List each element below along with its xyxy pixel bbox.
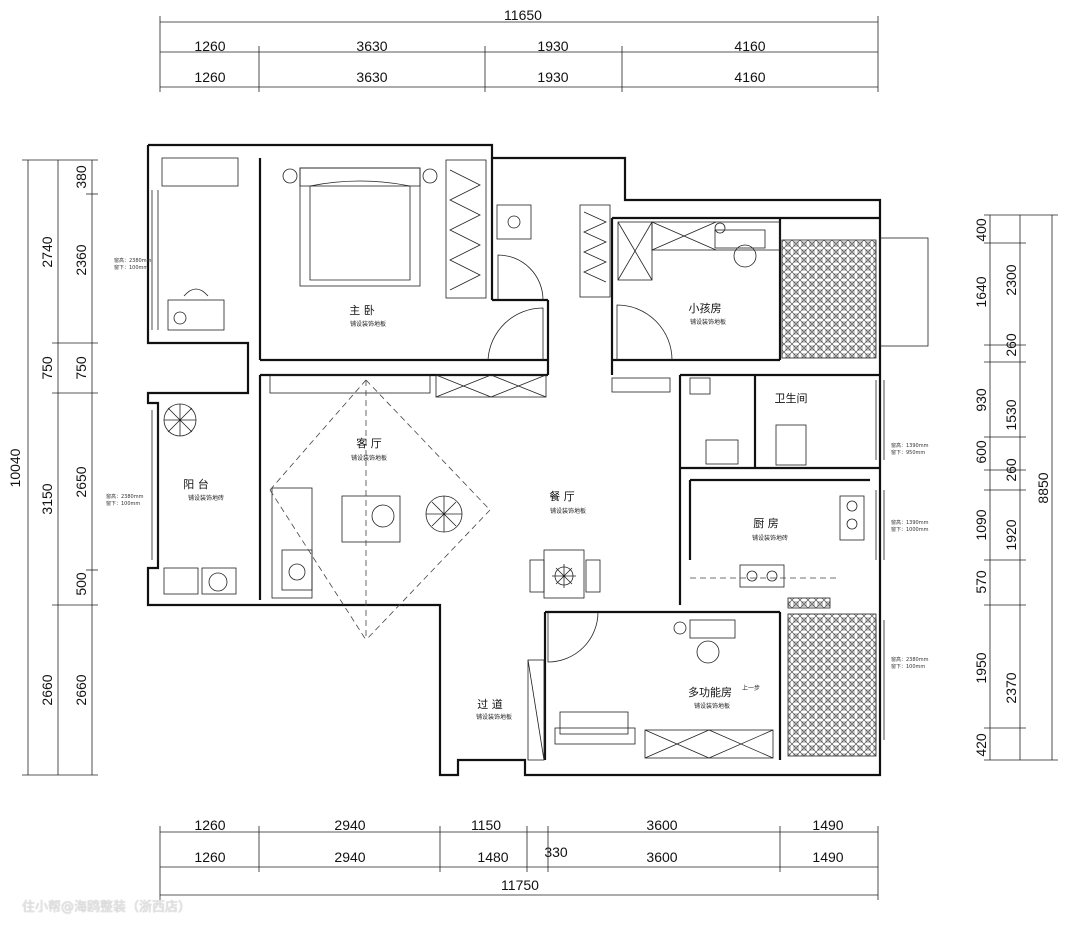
left-dim: 380 [73,165,89,189]
threshold-tile [787,597,831,609]
bottom-dim: 3600 [646,817,677,833]
bottom-dim: 1480 [477,849,508,865]
room-dining: 餐 厅 [549,489,575,503]
right-dim: 1920 [1003,519,1019,550]
room-corridor: 过 道 [477,697,503,711]
right-dim: 1640 [973,276,989,307]
top-dim: 1260 [194,69,225,85]
window-note: 窗下：100mm [891,663,925,670]
cabinets [269,159,781,761]
left-dim: 3150 [39,483,55,514]
room-balcony: 阳 台 [183,477,209,491]
left-dim: 500 [73,572,89,596]
left-dim: 750 [39,356,55,380]
room-master-bedroom: 主 卧 [349,304,375,317]
bottom-dim: 330 [544,844,568,860]
top-dim: 1930 [537,38,568,54]
room-corridor-floor: 铺设装饰地板 [476,713,512,721]
window-notes: 窗高：2380mm 窗下：100mm 窗高：2380mm 窗下：100mm 窗高… [106,257,929,670]
bottom-dim: 2940 [334,849,365,865]
bottom-dim: 1260 [194,817,225,833]
furniture [163,167,865,745]
window-note: 窗下：100mm [114,264,148,271]
left-total-dim: 10040 [7,448,23,487]
room-multipurpose-floor: 铺设装饰地板 [694,702,730,710]
left-dim: 2740 [39,236,55,267]
bottom-dim: 1490 [812,849,843,865]
living-room-lighting [269,379,840,641]
right-dim: 570 [973,570,989,594]
top-dim: 3630 [356,69,387,85]
room-kitchen: 厨 房 [753,517,779,530]
watermark: 住小帮@海鸥整装（浙西店） [22,900,192,915]
bottom-total-dim: 11750 [501,877,539,893]
walls [146,143,882,777]
top-dim: 1930 [537,69,568,85]
right-dim: 420 [973,733,989,757]
step-label: 上一步 [742,684,760,692]
room-balcony-floor: 铺设装饰地砖 [188,494,224,502]
right-total-dim: 8850 [1035,472,1051,503]
kids-room-tile-area [781,239,877,359]
bottom-dim: 1150 [471,817,501,833]
top-dim: 4160 [734,38,765,54]
bottom-dim: 1490 [812,817,843,833]
right-dim: 600 [973,440,989,464]
window-note: 窗高：1390mm [891,442,929,449]
left-dim: 2660 [73,674,89,705]
right-dim: 1530 [1003,399,1019,430]
room-labels: 主 卧 铺设装饰地板 小孩房 铺设装饰地板 卫生间 客 厅 铺设装饰地板 餐 厅… [183,302,807,721]
balcony-tile-area [787,613,877,757]
bottom-dim: 1260 [194,849,225,865]
room-dining-floor: 铺设装饰地板 [550,507,586,515]
right-dim: 400 [973,218,989,242]
room-bathroom: 卫生间 [775,391,808,405]
left-dim: 750 [73,356,89,380]
bottom-dimensions: 1260 2940 1150 3600 1490 1260 2940 1480 … [159,817,879,900]
top-dim: 3630 [356,38,387,54]
top-dim: 1260 [194,38,225,54]
right-dim: 2370 [1003,672,1019,703]
left-dim: 2660 [39,674,55,705]
top-dimensions: 11650 1260 3630 1930 4160 1260 3630 1930… [159,7,879,92]
window-note: 窗高：2380mm [114,257,152,264]
top-total-dim: 11650 [504,7,542,23]
left-dimensions: 10040 2740 750 3150 2660 380 2360 750 26… [7,159,98,776]
doors [487,254,673,663]
window-note: 窗高：1390mm [891,519,929,526]
window-note: 窗高：2380mm [106,493,144,500]
window-note: 窗下：100mm [106,500,140,507]
room-multipurpose: 多功能房 [688,685,732,699]
right-dimensions: 8850 2300 1530 1920 2370 400 1640 260 93… [973,214,1058,761]
bottom-dim: 3600 [646,849,677,865]
room-living-floor: 铺设装饰地板 [351,454,387,462]
room-kids: 小孩房 [689,302,722,315]
left-dim: 2650 [73,466,89,497]
window-note: 窗高：2380mm [891,656,929,663]
window-note: 窗下：950mm [891,449,925,456]
left-dim: 2360 [73,244,89,275]
bottom-dim: 2940 [334,817,365,833]
room-living: 客 厅 [356,436,382,450]
right-dim: 260 [1003,333,1019,357]
right-dim: 260 [1003,458,1019,482]
room-master-floor: 铺设装饰地板 [350,320,386,328]
top-dim: 4160 [734,69,765,85]
right-dim: 2300 [1003,264,1019,295]
right-dim: 1950 [973,652,989,683]
right-dim: 930 [973,388,989,412]
room-kids-floor: 铺设装饰地板 [690,318,726,326]
room-kitchen-floor: 铺设装饰地砖 [752,534,788,542]
right-dim: 1090 [973,509,989,540]
window-note: 窗下：1000mm [891,526,929,533]
